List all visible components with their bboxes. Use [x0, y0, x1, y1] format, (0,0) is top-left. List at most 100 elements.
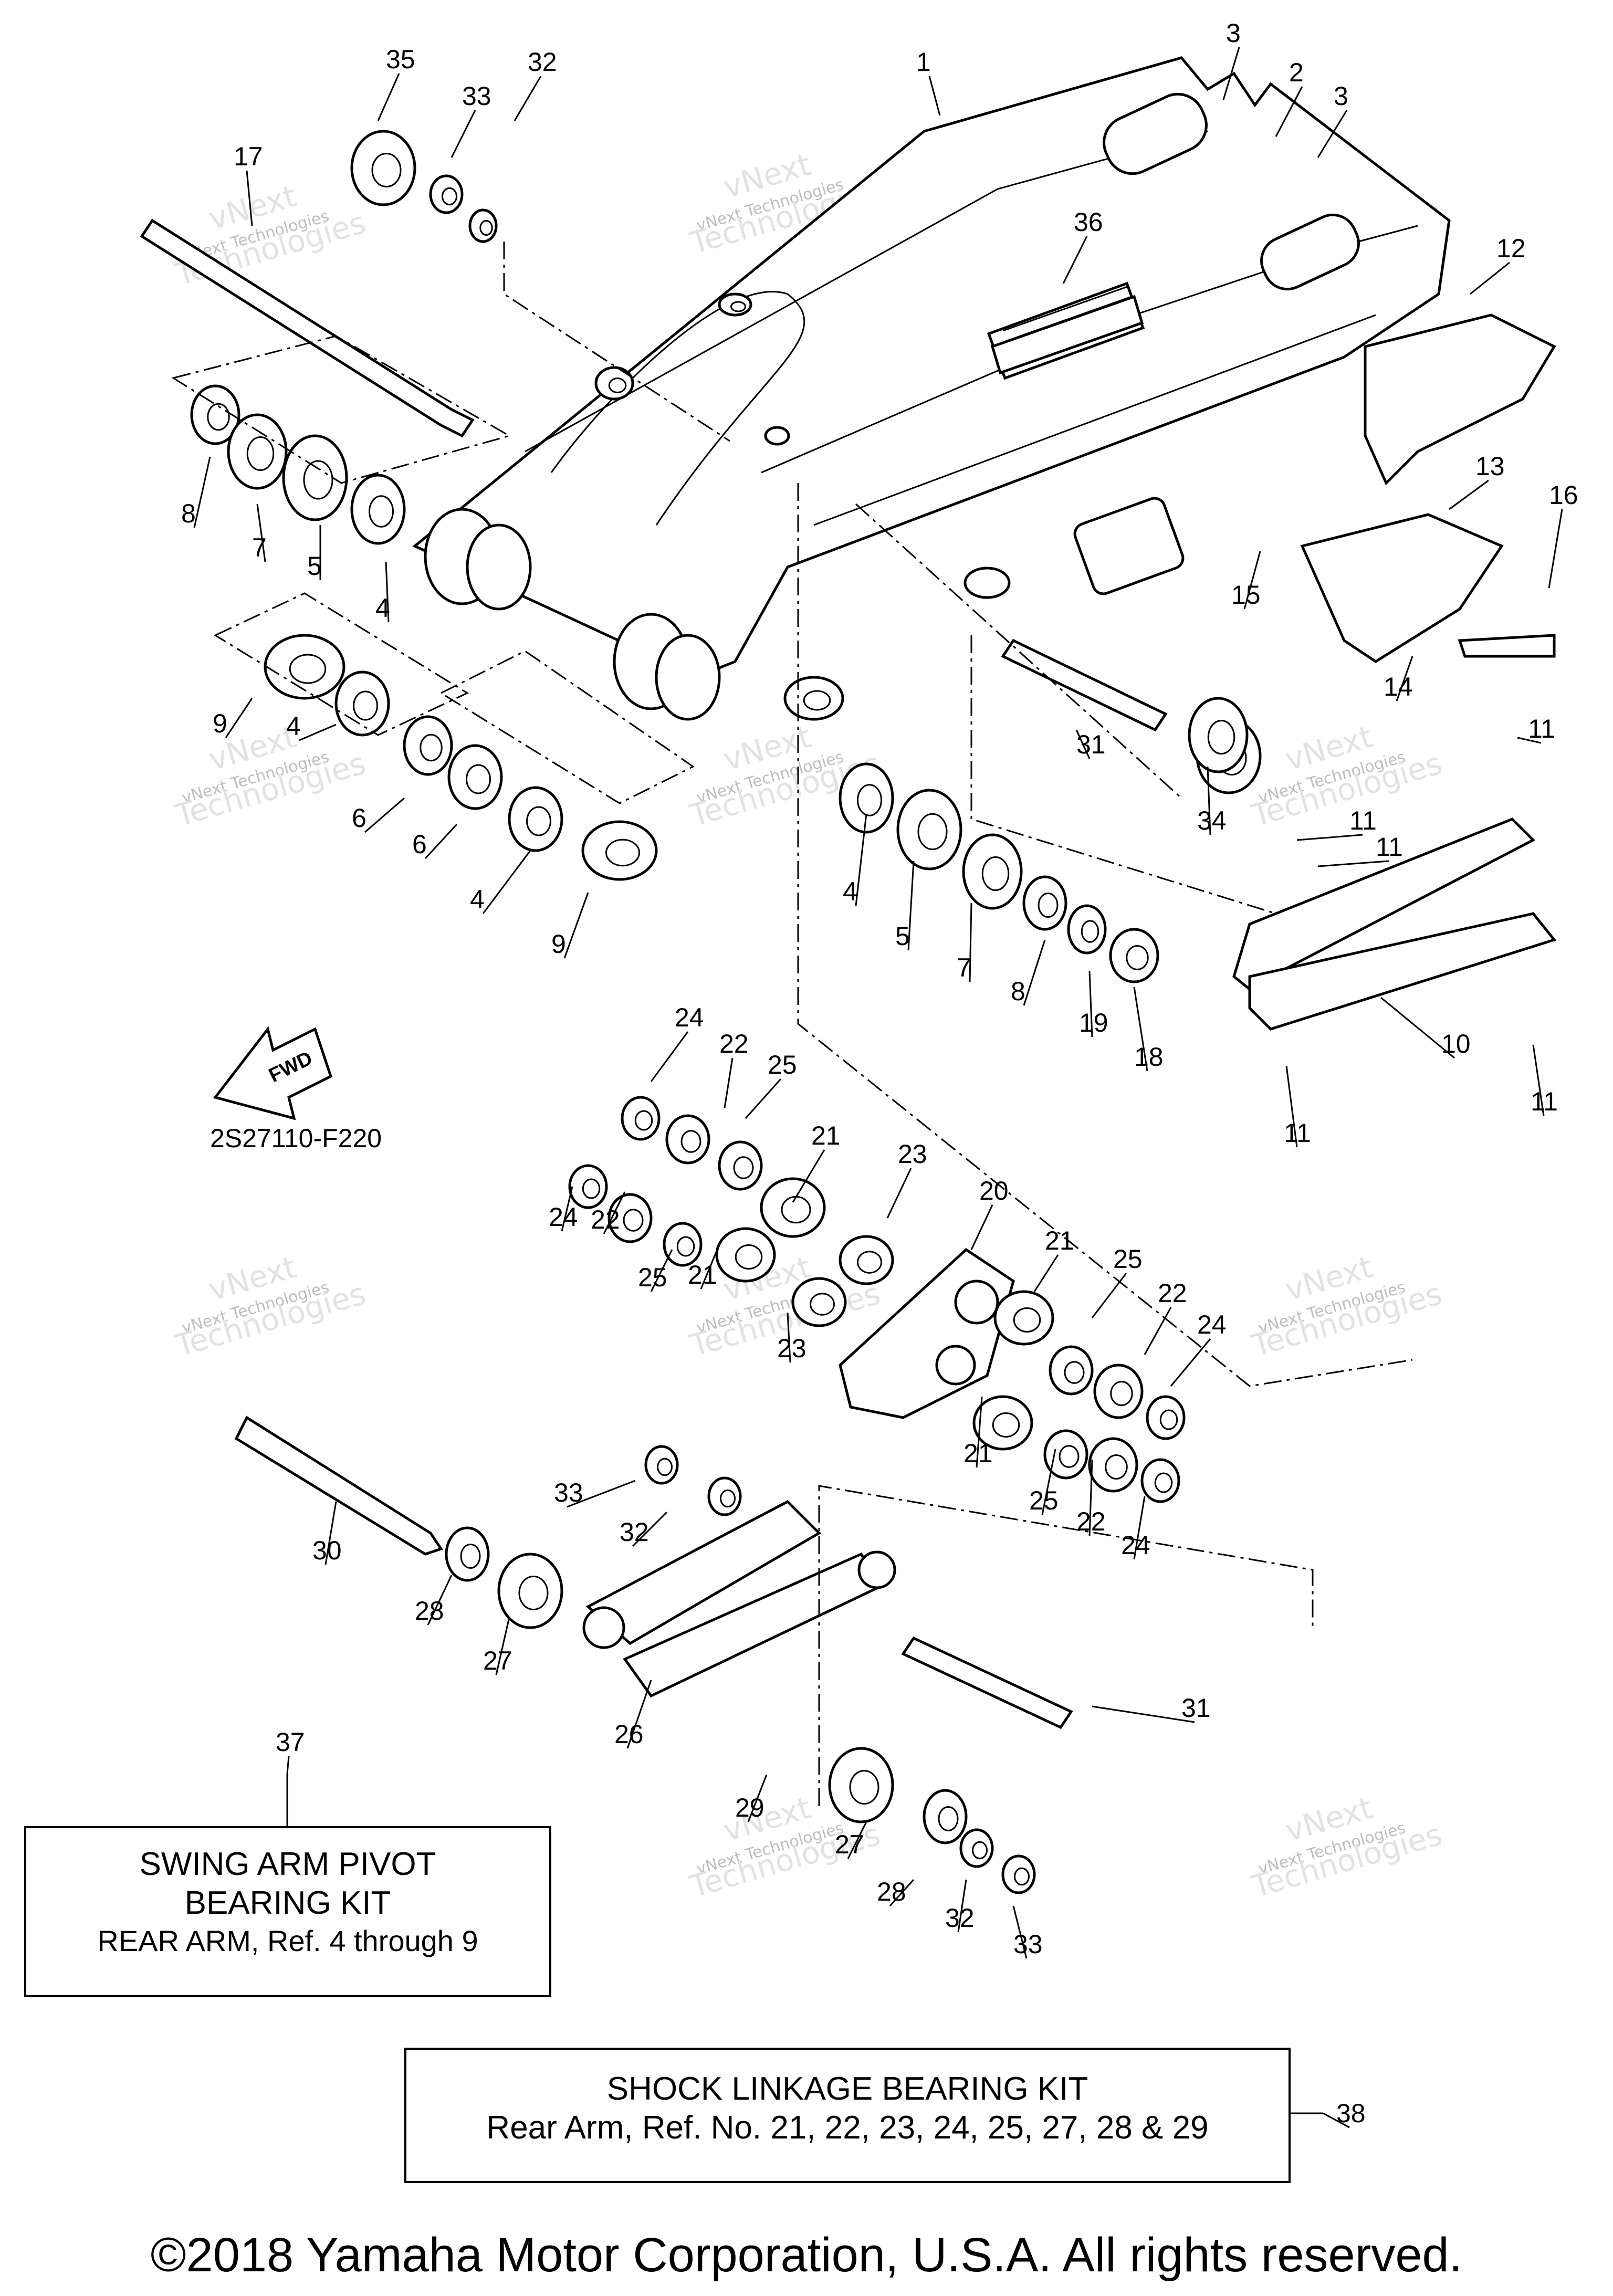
- callout-22: 22: [591, 1191, 626, 1234]
- part-bore: [735, 1244, 763, 1270]
- part-ring: [828, 1747, 894, 1823]
- part-ring: [1109, 928, 1159, 983]
- callout-5: 5: [307, 525, 322, 581]
- part-bore: [1110, 1381, 1133, 1406]
- callout-number: 8: [1011, 977, 1025, 1006]
- label-plate-illustration: [990, 295, 1144, 375]
- callout-11: 11: [1296, 806, 1377, 841]
- callout-12: 12: [1470, 234, 1526, 295]
- part-bore: [1064, 1361, 1085, 1384]
- part-ring: [429, 174, 464, 214]
- callout-number: 11: [1376, 832, 1403, 862]
- part-bore: [353, 690, 378, 721]
- callout-number: 30: [312, 1536, 342, 1565]
- part-ring: [715, 1227, 776, 1283]
- swing-kit-line-3: REAR ARM, Ref. 4 through 9: [97, 1924, 478, 1957]
- callout-13: 13: [1449, 452, 1505, 510]
- callout-2: 2: [1275, 58, 1304, 137]
- part-ring: [718, 1140, 763, 1191]
- callout-number: 22: [1076, 1507, 1106, 1536]
- callout-number: 25: [1113, 1244, 1143, 1274]
- callout-28: 28: [877, 1877, 915, 1907]
- part-ring: [791, 1277, 847, 1327]
- callout-number: 11: [1531, 1087, 1558, 1116]
- callout-number: 13: [1475, 452, 1505, 481]
- callout-number: 4: [375, 593, 390, 623]
- callout-25: 25: [1091, 1244, 1143, 1318]
- callout-21: 21: [792, 1121, 841, 1203]
- callout-number: 35: [386, 45, 415, 74]
- part-bore: [1038, 893, 1059, 918]
- part-ring: [1001, 1854, 1036, 1894]
- part-bore: [730, 301, 746, 312]
- callout-32: 32: [620, 1511, 668, 1547]
- callout-number: 31: [1076, 730, 1106, 759]
- part-bore: [720, 1489, 736, 1508]
- callout-number: 21: [688, 1260, 717, 1289]
- callout-number: 9: [213, 709, 227, 738]
- swing-kit-line-1: SWING ARM PIVOT: [139, 1846, 436, 1882]
- part-bore: [518, 1576, 549, 1610]
- part-bore: [938, 1806, 959, 1831]
- callout-number: 37: [276, 1727, 305, 1757]
- callout-number: 10: [1441, 1029, 1471, 1058]
- part-ring: [839, 1235, 894, 1285]
- callout-number: 25: [768, 1050, 797, 1079]
- part-ring: [962, 833, 1023, 910]
- callout-number: 33: [1013, 1930, 1043, 1959]
- callout-number: 33: [554, 1478, 583, 1507]
- callout-24: 24: [549, 1186, 578, 1232]
- part-ring: [403, 715, 453, 776]
- callout-14: 14: [1384, 656, 1413, 701]
- part-bore: [371, 153, 402, 187]
- callout-number: 9: [551, 929, 566, 959]
- part-ring: [896, 789, 962, 871]
- part-ring: [608, 1193, 653, 1243]
- callout-number: 8: [181, 499, 196, 528]
- part-ring: [190, 384, 240, 445]
- callout-number: 16: [1549, 480, 1578, 510]
- callout-27: 27: [835, 1821, 867, 1859]
- callout-28: 28: [415, 1575, 453, 1626]
- callout-6: 6: [352, 797, 405, 833]
- callout-27: 27: [483, 1617, 512, 1675]
- callout-number: 6: [412, 830, 427, 859]
- part-bore: [1207, 720, 1235, 754]
- part-bore: [1059, 1445, 1080, 1468]
- part-bore: [657, 1458, 673, 1476]
- callout-number: 23: [898, 1139, 927, 1169]
- callout-22: 22: [1144, 1278, 1187, 1355]
- callout-23: 23: [777, 1312, 806, 1363]
- callout-number: 26: [614, 1720, 644, 1749]
- callout-number: 4: [286, 711, 301, 741]
- part-ring: [1022, 875, 1067, 931]
- part-ring: [760, 1177, 826, 1238]
- part-bore: [1081, 920, 1099, 943]
- callout-3: 3: [1222, 18, 1241, 100]
- part-ring: [445, 1526, 490, 1582]
- part-ring: [350, 474, 406, 545]
- relay-arm-illustration: [839, 1247, 1015, 1419]
- callout-number: 5: [895, 921, 910, 951]
- drawing-code: 2S27110-F220: [210, 1124, 382, 1153]
- callout-number: 18: [1134, 1042, 1164, 1072]
- callout-24: 24: [1170, 1310, 1227, 1387]
- callout-17: 17: [234, 142, 263, 226]
- part-bore: [849, 1770, 879, 1805]
- callout-number: 28: [415, 1596, 444, 1626]
- callout-38: 38: [1323, 2099, 1366, 2129]
- callout-11: 11: [1284, 1065, 1311, 1148]
- callout-number: 3: [1334, 81, 1348, 111]
- callout-32: 32: [945, 1879, 975, 1933]
- part-ring: [1140, 1458, 1180, 1503]
- bolts-illustration: [140, 218, 1556, 1729]
- callout-number: 24: [1121, 1530, 1150, 1560]
- callout-11: 11: [1517, 714, 1555, 744]
- callout-5: 5: [895, 861, 915, 951]
- callout-6: 6: [412, 823, 458, 859]
- callout-22: 22: [1076, 1459, 1106, 1536]
- callout-29: 29: [735, 1774, 768, 1822]
